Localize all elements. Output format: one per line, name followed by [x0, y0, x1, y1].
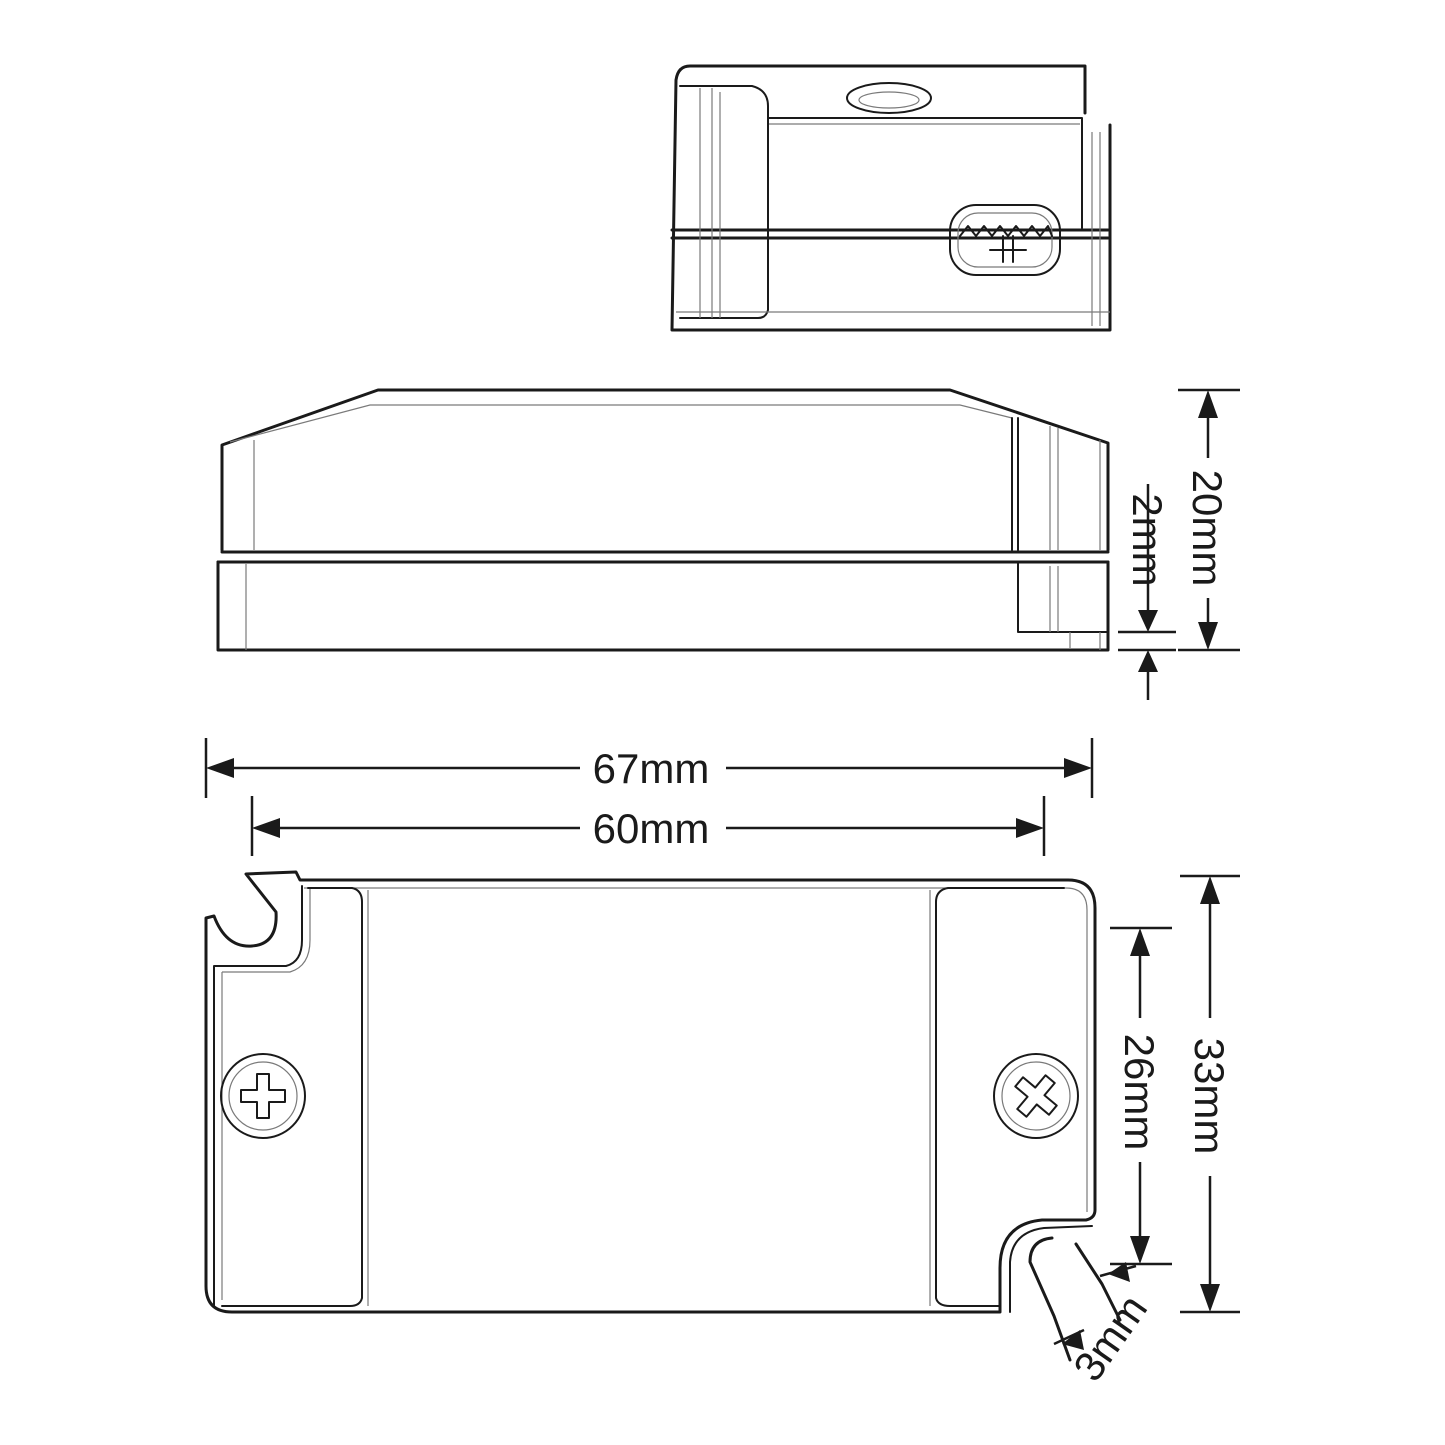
end-view-screw-head — [846, 82, 932, 114]
top-view-cable-slot — [1009, 1225, 1093, 1313]
dimension-width-mount: 26mm — [1110, 926, 1172, 1266]
left-screw — [220, 1053, 306, 1139]
dimension-length-mount-label: 60mm — [593, 805, 710, 852]
end-view-tab — [679, 85, 769, 319]
dimension-length-mount: 60mm — [250, 796, 1046, 856]
end-view-connector-teeth — [959, 225, 1053, 237]
dimension-width-mount-label: 26mm — [1116, 1034, 1163, 1151]
end-view — [670, 64, 1112, 332]
side-view-tab — [1017, 561, 1109, 633]
top-view-outline — [204, 870, 1097, 1314]
top-view-right-cap — [935, 887, 1065, 1307]
top-view-left-cap — [221, 887, 363, 1307]
dimension-length-total-label: 67mm — [593, 745, 710, 792]
dimension-height-total-label: 20mm — [1184, 470, 1231, 587]
dimension-width-total-label: 33mm — [1186, 1038, 1233, 1155]
top-view — [204, 870, 1122, 1362]
side-view-lid — [220, 388, 1110, 552]
side-view-split-line — [216, 550, 1110, 564]
side-view-base — [216, 560, 1110, 652]
side-view — [216, 388, 1110, 652]
dimension-slot-width: 3mm — [1053, 1262, 1156, 1389]
right-screw — [993, 1053, 1079, 1139]
dimension-height-base: 2mm — [1118, 484, 1176, 700]
dimension-height-total: 20mm — [1178, 388, 1240, 652]
end-view-lid-line — [767, 117, 1083, 229]
end-view-cable-opening — [949, 204, 1061, 276]
dimension-length-total: 67mm — [204, 738, 1094, 798]
dimension-width-total: 33mm — [1180, 874, 1240, 1314]
end-view-outline — [670, 64, 1112, 332]
top-view-cable — [1028, 1236, 1122, 1362]
dimension-height-base-label: 2mm — [1124, 493, 1171, 586]
